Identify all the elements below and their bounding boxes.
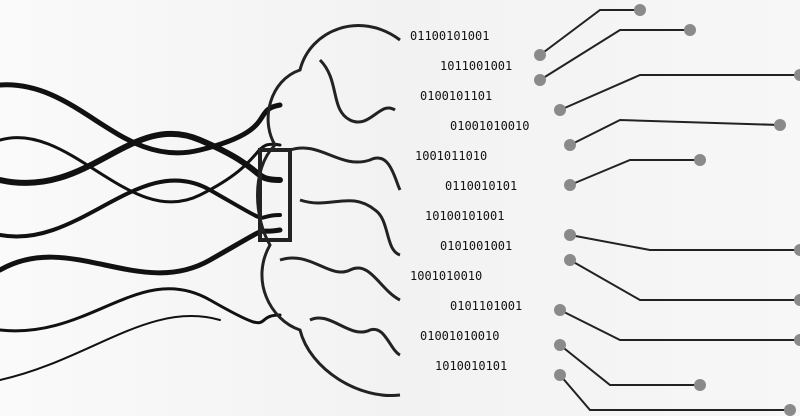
- circuit-node-dot: [554, 104, 566, 116]
- circuit-node-dot: [564, 229, 576, 241]
- circuit-trace: [559, 374, 790, 411]
- circuit-trace: [559, 74, 800, 111]
- circuit-trace: [559, 309, 800, 341]
- circuit-node-dot: [564, 179, 576, 191]
- circuit-node-dot: [554, 304, 566, 316]
- binary-string: 1011001001: [440, 59, 512, 73]
- circuit-traces: [534, 4, 800, 416]
- circuit-trace: [569, 159, 700, 186]
- binary-string: 0101101001: [450, 299, 522, 313]
- binary-code-half: 01100101001 1011001001 0100101101 010010100…: [410, 29, 529, 373]
- circuit-trace: [539, 9, 640, 56]
- circuit-node-dot: [794, 244, 800, 256]
- circuit-node-dot: [534, 74, 546, 86]
- binary-string: 01100101001: [410, 29, 489, 43]
- brain-outline: [256, 24, 402, 398]
- binary-string: 1010010101: [435, 359, 507, 373]
- circuit-node-dot: [534, 49, 546, 61]
- binary-string: 1001011010: [415, 149, 487, 163]
- circuit-trace: [559, 344, 700, 386]
- circuit-node-dot: [694, 154, 706, 166]
- circuit-node-dot: [684, 24, 696, 36]
- binary-string: 01001010010: [420, 329, 499, 343]
- circuit-node-dot: [794, 294, 800, 306]
- binary-string: 1001010010: [410, 269, 482, 283]
- circuit-node-dot: [564, 254, 576, 266]
- binary-string: 0100101101: [420, 89, 492, 103]
- circuit-trace: [569, 118, 781, 146]
- binary-string: 0110010101: [445, 179, 517, 193]
- circuit-node-dot: [794, 334, 800, 346]
- circuit-trace: [569, 234, 800, 251]
- circuit-node-dot: [694, 379, 706, 391]
- circuit-node-dot: [554, 339, 566, 351]
- left-wires: [0, 82, 283, 381]
- circuit-node-dot: [554, 369, 566, 381]
- circuit-node-dot: [774, 119, 786, 131]
- circuit-node-dot: [564, 139, 576, 151]
- circuit-trace: [539, 29, 690, 81]
- circuit-trace: [569, 259, 800, 301]
- circuit-node-dot: [634, 4, 646, 16]
- binary-string: 01001010010: [450, 119, 529, 133]
- circuit-node-dot: [794, 69, 800, 81]
- binary-string: 0101001001: [440, 239, 512, 253]
- binary-string: 10100101001: [425, 209, 504, 223]
- circuit-node-dot: [784, 404, 796, 416]
